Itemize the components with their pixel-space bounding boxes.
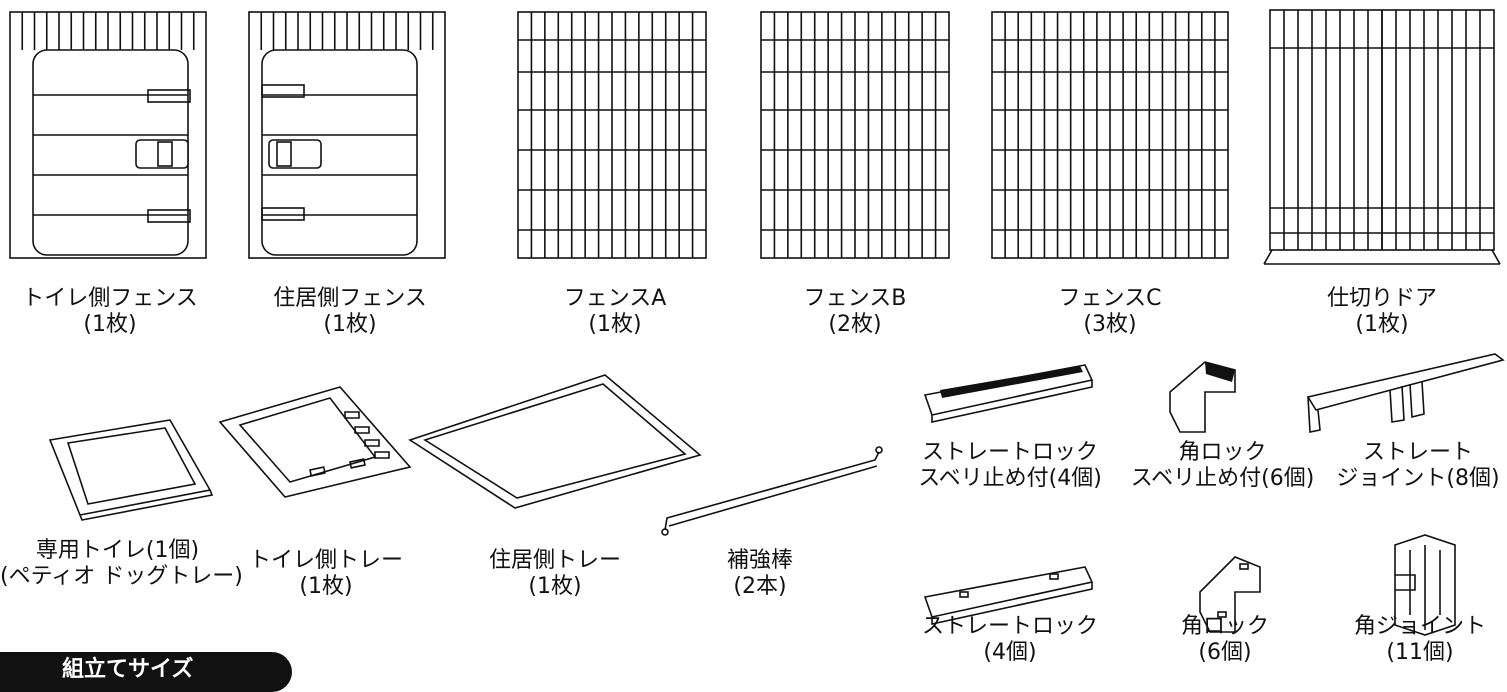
corner-lock-non-slip-illustration bbox=[1169, 361, 1236, 433]
straight-lock-non-slip-illustration bbox=[923, 364, 1094, 423]
part-name: トイレ側フェンス bbox=[22, 286, 198, 311]
part-quantity: (1枚) bbox=[323, 312, 377, 337]
partition-door-illustration bbox=[1263, 9, 1501, 265]
assembly-size-heading: 組立てサイズ bbox=[0, 652, 292, 692]
part-caption-straight-joint: ストレート ジョイント(8個) bbox=[1328, 440, 1507, 492]
part-name: フェンスB bbox=[803, 286, 907, 311]
part-quantity: (1枚) bbox=[528, 574, 582, 599]
part-quantity: (1枚) bbox=[299, 574, 353, 599]
straight-lock-illustration bbox=[923, 566, 1094, 625]
part-caption-dog-toilet: 専用トイレ(1個) (ペティオ ドッグトレー) bbox=[0, 538, 243, 590]
reinforcement-bar-illustration bbox=[661, 446, 883, 536]
part-caption-corner-joint: 角ジョイント (11個) bbox=[1340, 614, 1500, 666]
part-quantity: (2本) bbox=[733, 574, 787, 599]
part-quantity: スベリ止め付(4個) bbox=[918, 466, 1102, 491]
part-quantity: スベリ止め付(6個) bbox=[1130, 466, 1315, 491]
fence-a-illustration bbox=[517, 11, 707, 259]
part-name: 住居側トレー bbox=[488, 548, 621, 573]
part-caption-living-side-tray: 住居側トレー (1枚) bbox=[455, 548, 655, 600]
part-name: フェンスC bbox=[1058, 286, 1162, 311]
living-side-tray-illustration bbox=[408, 374, 702, 509]
toilet-side-fence-illustration bbox=[9, 11, 207, 259]
part-quantity: (11個) bbox=[1386, 640, 1454, 665]
part-name: ストレートロック bbox=[921, 614, 1098, 639]
part-quantity: (1枚) bbox=[83, 312, 137, 337]
part-name: 住居側フェンス bbox=[273, 286, 427, 311]
part-caption-toilet-side-tray: トイレ側トレー (1枚) bbox=[226, 548, 426, 600]
corner-lock-illustration bbox=[1199, 556, 1261, 633]
part-caption-corner-lock-non-slip: 角ロック スベリ止め付(6個) bbox=[1120, 440, 1325, 492]
part-caption-reinforcement-bar: 補強棒 (2本) bbox=[680, 548, 840, 600]
part-quantity: (1枚) bbox=[588, 312, 642, 337]
fence-b-illustration bbox=[760, 11, 950, 259]
part-quantity: (6個) bbox=[1198, 640, 1252, 665]
toilet-side-tray-illustration bbox=[218, 386, 412, 498]
living-side-fence-illustration bbox=[248, 11, 446, 259]
part-quantity: (3枚) bbox=[1083, 312, 1137, 337]
part-quantity: (4個) bbox=[983, 640, 1037, 665]
part-quantity: (1枚) bbox=[1355, 312, 1409, 337]
part-caption-fence-b: フェンスB (2枚) bbox=[745, 286, 965, 338]
part-name: フェンスA bbox=[563, 286, 667, 311]
part-name: トイレ側トレー bbox=[248, 548, 403, 573]
part-quantity: (2枚) bbox=[828, 312, 882, 337]
part-caption-fence-c: フェンスC (3枚) bbox=[1000, 286, 1220, 338]
part-name: 角ロック bbox=[1180, 614, 1269, 639]
fence-c-illustration bbox=[991, 11, 1229, 259]
corner-joint-illustration bbox=[1394, 534, 1456, 636]
part-caption-toilet-side-fence: トイレ側フェンス (1枚) bbox=[0, 286, 220, 338]
part-caption-corner-lock: 角ロック (6個) bbox=[1145, 614, 1305, 666]
part-caption-partition-door: 仕切りドア (1枚) bbox=[1272, 286, 1492, 338]
part-caption-straight-lock-non-slip: ストレートロック スベリ止め付(4個) bbox=[905, 440, 1115, 492]
part-name: 角ジョイント bbox=[1353, 614, 1486, 639]
part-caption-straight-lock: ストレートロック (4個) bbox=[905, 614, 1115, 666]
part-caption-fence-a: フェンスA (1枚) bbox=[505, 286, 725, 338]
part-name: 仕切りドア bbox=[1326, 286, 1437, 311]
part-caption-living-side-fence: 住居側フェンス (1枚) bbox=[240, 286, 460, 338]
dog-toilet-illustration bbox=[48, 419, 214, 521]
part-quantity: (ペティオ ドッグトレー) bbox=[0, 564, 243, 589]
part-quantity: ジョイント(8個) bbox=[1336, 466, 1500, 491]
part-name: ストレート bbox=[1362, 440, 1473, 465]
part-name: 角ロック bbox=[1178, 440, 1267, 465]
part-name: 専用トイレ(1個) bbox=[35, 538, 200, 563]
part-name: ストレートロック bbox=[921, 440, 1098, 465]
part-name: 補強棒 bbox=[726, 548, 793, 573]
straight-joint-illustration bbox=[1306, 353, 1505, 433]
